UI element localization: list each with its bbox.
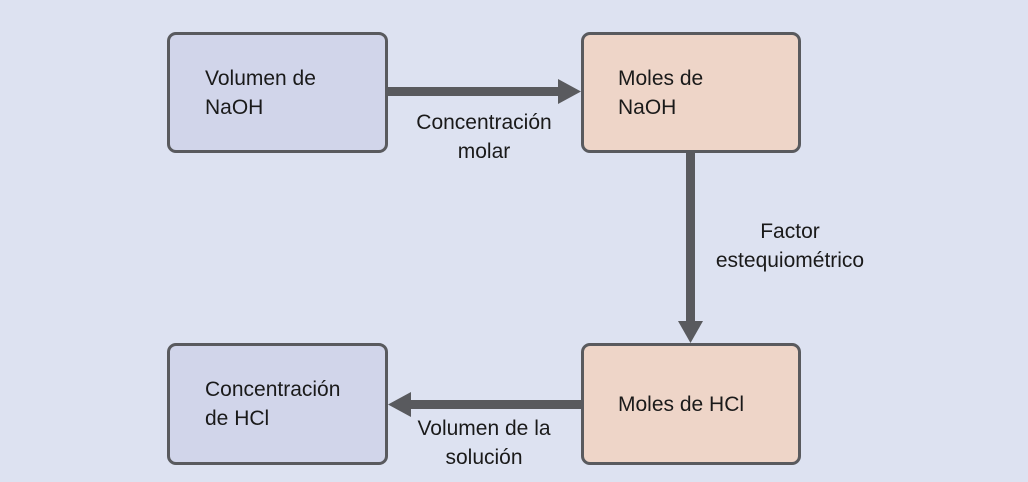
box-moles-naoh-label: Moles de NaOH bbox=[618, 66, 704, 119]
box-moles-hcl-label: Moles de HCl bbox=[618, 392, 745, 416]
arrow-moles-hcl-to-concentration bbox=[388, 392, 581, 417]
arrow-label-molar-concentration: Concentración molar bbox=[416, 111, 552, 163]
box-moles-naoh: Moles de NaOH bbox=[581, 32, 801, 153]
arrow-moles-naoh-to-moles-hcl bbox=[678, 153, 703, 343]
box-concentration-hcl-label: Concentración de HCl bbox=[205, 378, 341, 430]
arrow-label-solution-volume: Volumen de la solución bbox=[417, 417, 551, 469]
box-volume-naoh-label: Volumen de NaOH bbox=[205, 66, 316, 119]
box-volume-naoh: Volumen de NaOH bbox=[167, 32, 388, 153]
box-moles-hcl: Moles de HCl bbox=[581, 343, 801, 465]
arrow-label-stoichiometric-factor: Factor estequiométrico bbox=[715, 220, 865, 272]
arrow-volume-to-moles-naoh bbox=[388, 79, 581, 104]
box-concentration-hcl: Concentración de HCl bbox=[167, 343, 388, 465]
